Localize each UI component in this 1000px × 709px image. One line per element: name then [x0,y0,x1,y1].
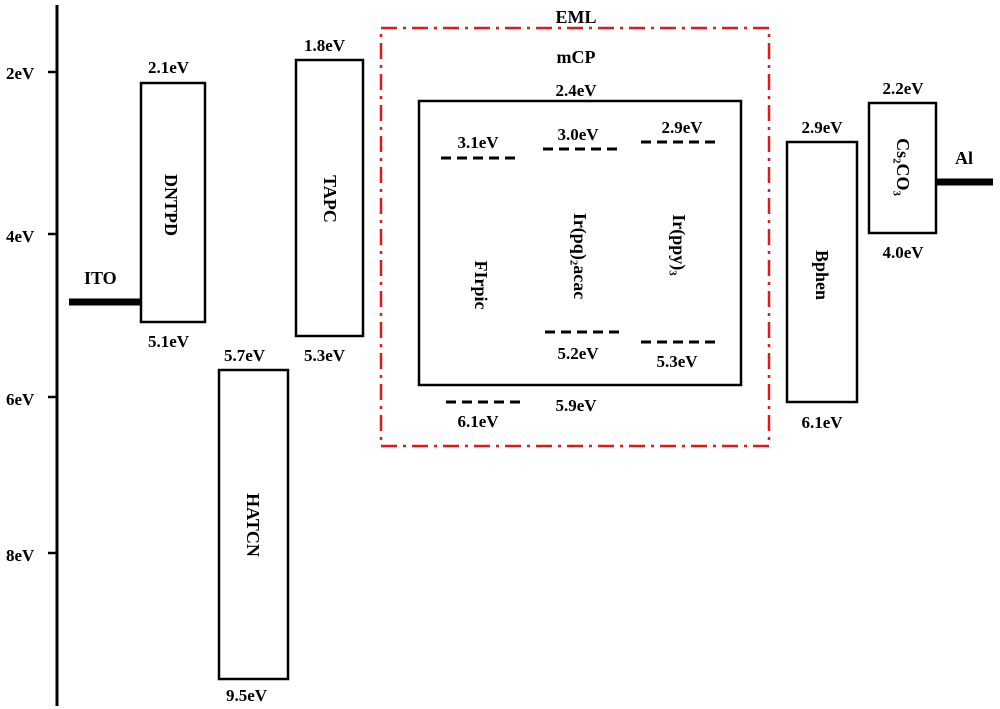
hatcn-top-label: 5.7eV [224,346,266,365]
bphen-top-label: 2.9eV [801,118,843,137]
mcp-bottom-label: 5.9eV [555,396,597,415]
irppy-bottom-label: 5.3eV [656,352,698,371]
tapc-bottom-label: 5.3eV [304,346,346,365]
cs2co3-bottom-label: 4.0eV [882,243,924,262]
bphen-box [785,140,859,404]
bphen-name: Bphen [812,250,832,300]
axis-tick-label: 6eV [6,390,35,409]
cs2co3-name: Cs₂CO₃ [893,138,913,196]
bphen-bottom-label: 6.1eV [801,413,843,432]
eml-title: EML [555,7,596,27]
firpic-name: FIrpic [471,261,491,310]
hatcn-box [217,368,290,681]
firpic-bottom-label: 6.1eV [457,412,499,431]
irpq-top-label: 3.0eV [557,125,599,144]
axis-tick-label: 2eV [6,64,35,83]
tapc-name: TAPC [320,175,340,223]
irpq-bottom-label: 5.2eV [557,344,599,363]
dntpd-box [139,81,207,324]
eml-border [379,26,771,448]
axis-tick-label: 4eV [6,227,35,246]
irppy-top-label: 2.9eV [661,118,703,137]
axis-tick-label: 8eV [6,546,35,565]
cs2co3-box [867,101,938,235]
tapc-box [294,58,365,338]
hatcn-bottom-label: 9.5eV [226,686,268,705]
dntpd-name: DNTPD [161,174,181,236]
tapc-top-label: 1.8eV [304,36,346,55]
ito-label: ITO [84,268,117,288]
irpq-name: Ir(pq)₂acac [569,213,590,299]
mcp-top-label: 2.4eV [555,81,597,100]
firpic-top-label: 3.1eV [457,133,499,152]
al-label: Al [955,148,973,168]
hatcn-name: HATCN [243,493,263,557]
mcp-name: mCP [557,47,596,67]
dntpd-top-label: 2.1eV [148,58,190,77]
cs2co3-top-label: 2.2eV [882,79,924,98]
irppy-name: Ir(ppy)₃ [668,214,689,276]
dntpd-bottom-label: 5.1eV [148,332,190,351]
